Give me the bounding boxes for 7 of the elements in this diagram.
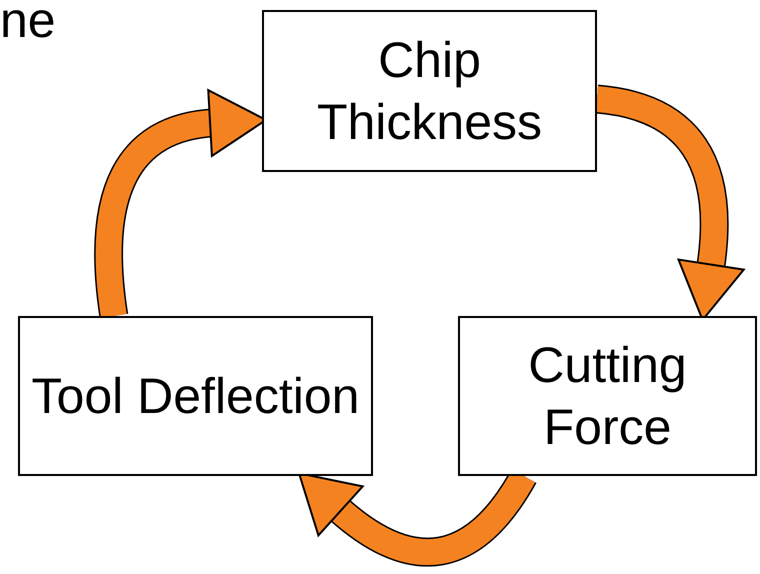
box-label: Chip Thickness xyxy=(316,31,544,152)
process-box xyxy=(18,316,373,476)
box-label: Tool Deflection xyxy=(32,367,360,426)
box-label: Cutting Force xyxy=(527,336,688,457)
process-box xyxy=(458,316,757,476)
text-fragment: ne xyxy=(0,0,56,48)
process-box xyxy=(262,10,597,172)
